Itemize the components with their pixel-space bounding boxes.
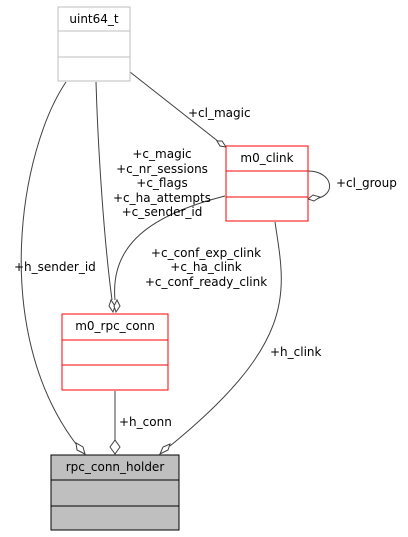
diamond-h-conn xyxy=(109,439,121,455)
node-m0-clink-box xyxy=(225,145,309,222)
edge-h-clink xyxy=(169,221,282,447)
node-m0-clink[interactable]: m0_clink xyxy=(225,145,309,222)
label-h-sender-id: +h_sender_id xyxy=(14,260,96,274)
label-c-magic: +c_magic xyxy=(132,147,191,161)
node-uint64-t[interactable]: uint64_t xyxy=(57,6,131,82)
node-rpc-conn-holder-title: rpc_conn_holder xyxy=(66,460,165,474)
node-rpc-conn-holder-box xyxy=(50,454,180,531)
node-m0-clink-title: m0_clink xyxy=(240,151,293,165)
diamond-h-sender-id xyxy=(75,442,86,455)
diamond-h-clink xyxy=(159,443,171,456)
diamond-cl-magic xyxy=(216,140,228,148)
node-m0-rpc-conn-box xyxy=(61,313,169,391)
label-cl-magic: +cl_magic xyxy=(188,106,251,120)
label-c-flags: +c_flags xyxy=(136,176,187,190)
label-clink-to-rpc-conn: +c_conf_exp_clink +c_ha_clink +c_conf_re… xyxy=(145,246,267,289)
label-h-clink: +h_clink xyxy=(270,345,322,359)
edge-h-sender-id xyxy=(20,81,77,445)
node-uint64-t-box xyxy=(57,6,131,82)
node-uint64-t-title: uint64_t xyxy=(69,12,119,26)
edge-cl-magic xyxy=(129,71,220,143)
label-c-nr-sessions: +c_nr_sessions xyxy=(116,162,208,176)
node-m0-rpc-conn-title: m0_rpc_conn xyxy=(75,319,155,333)
label-uint-to-rpc-conn: +c_magic +c_nr_sessions +c_flags +c_ha_a… xyxy=(113,147,211,219)
label-c-conf-ready-clink: +c_conf_ready_clink xyxy=(145,275,267,289)
label-c-ha-clink: +c_ha_clink xyxy=(170,260,241,274)
label-c-conf-exp-clink: +c_conf_exp_clink xyxy=(151,246,261,260)
label-h-conn: +h_conn xyxy=(119,415,172,429)
edge-clink-to-rpc-conn xyxy=(114,195,226,301)
edge-uint-to-rpc-conn xyxy=(95,81,113,301)
diamond-clink-to-rpc-conn xyxy=(113,298,121,314)
diamond-cl-group xyxy=(306,194,322,202)
label-c-sender-id: +c_sender_id xyxy=(122,205,203,219)
label-cl-group: +cl_group xyxy=(336,176,397,190)
edge-cl-group xyxy=(307,170,331,200)
node-m0-rpc-conn[interactable]: m0_rpc_conn xyxy=(61,313,169,391)
label-c-ha-attempts: +c_ha_attempts xyxy=(113,191,211,205)
node-rpc-conn-holder[interactable]: rpc_conn_holder xyxy=(50,454,180,531)
